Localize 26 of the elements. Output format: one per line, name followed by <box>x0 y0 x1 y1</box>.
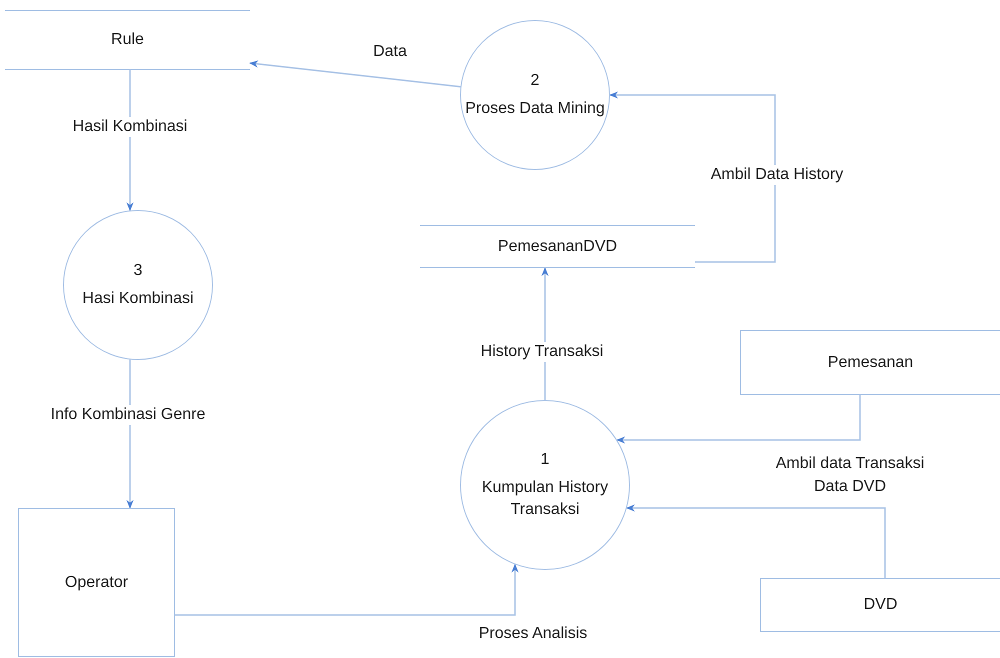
data-store <box>740 330 1000 395</box>
process-number: 1 <box>540 450 550 470</box>
node-label: Operator <box>64 572 130 592</box>
process-name: Hasi Kombinasi <box>81 289 195 309</box>
node-label: Pemesanan <box>826 352 914 372</box>
data-store <box>5 10 250 70</box>
process-number: 2 <box>530 71 540 91</box>
data-store <box>760 578 1000 632</box>
arrow <box>626 504 886 578</box>
process-name: Proses Data Mining <box>464 99 606 119</box>
edge-label: Ambil Data History <box>708 165 846 185</box>
arrow <box>175 564 519 616</box>
external-entity-box <box>18 508 175 657</box>
process-circle <box>460 20 610 170</box>
arrow <box>616 395 861 444</box>
node-label: PemesananDVD <box>496 236 618 256</box>
arrow <box>126 360 134 509</box>
process-number: 3 <box>132 261 144 281</box>
process-circle <box>460 400 630 570</box>
node-label: Rule <box>110 30 145 50</box>
arrow <box>609 91 776 263</box>
data-store <box>420 225 695 268</box>
process-name: Kumpulan History Transaksi <box>480 478 610 520</box>
process-circle <box>63 210 213 360</box>
node-label: DVD <box>862 595 898 615</box>
arrow <box>249 60 461 88</box>
